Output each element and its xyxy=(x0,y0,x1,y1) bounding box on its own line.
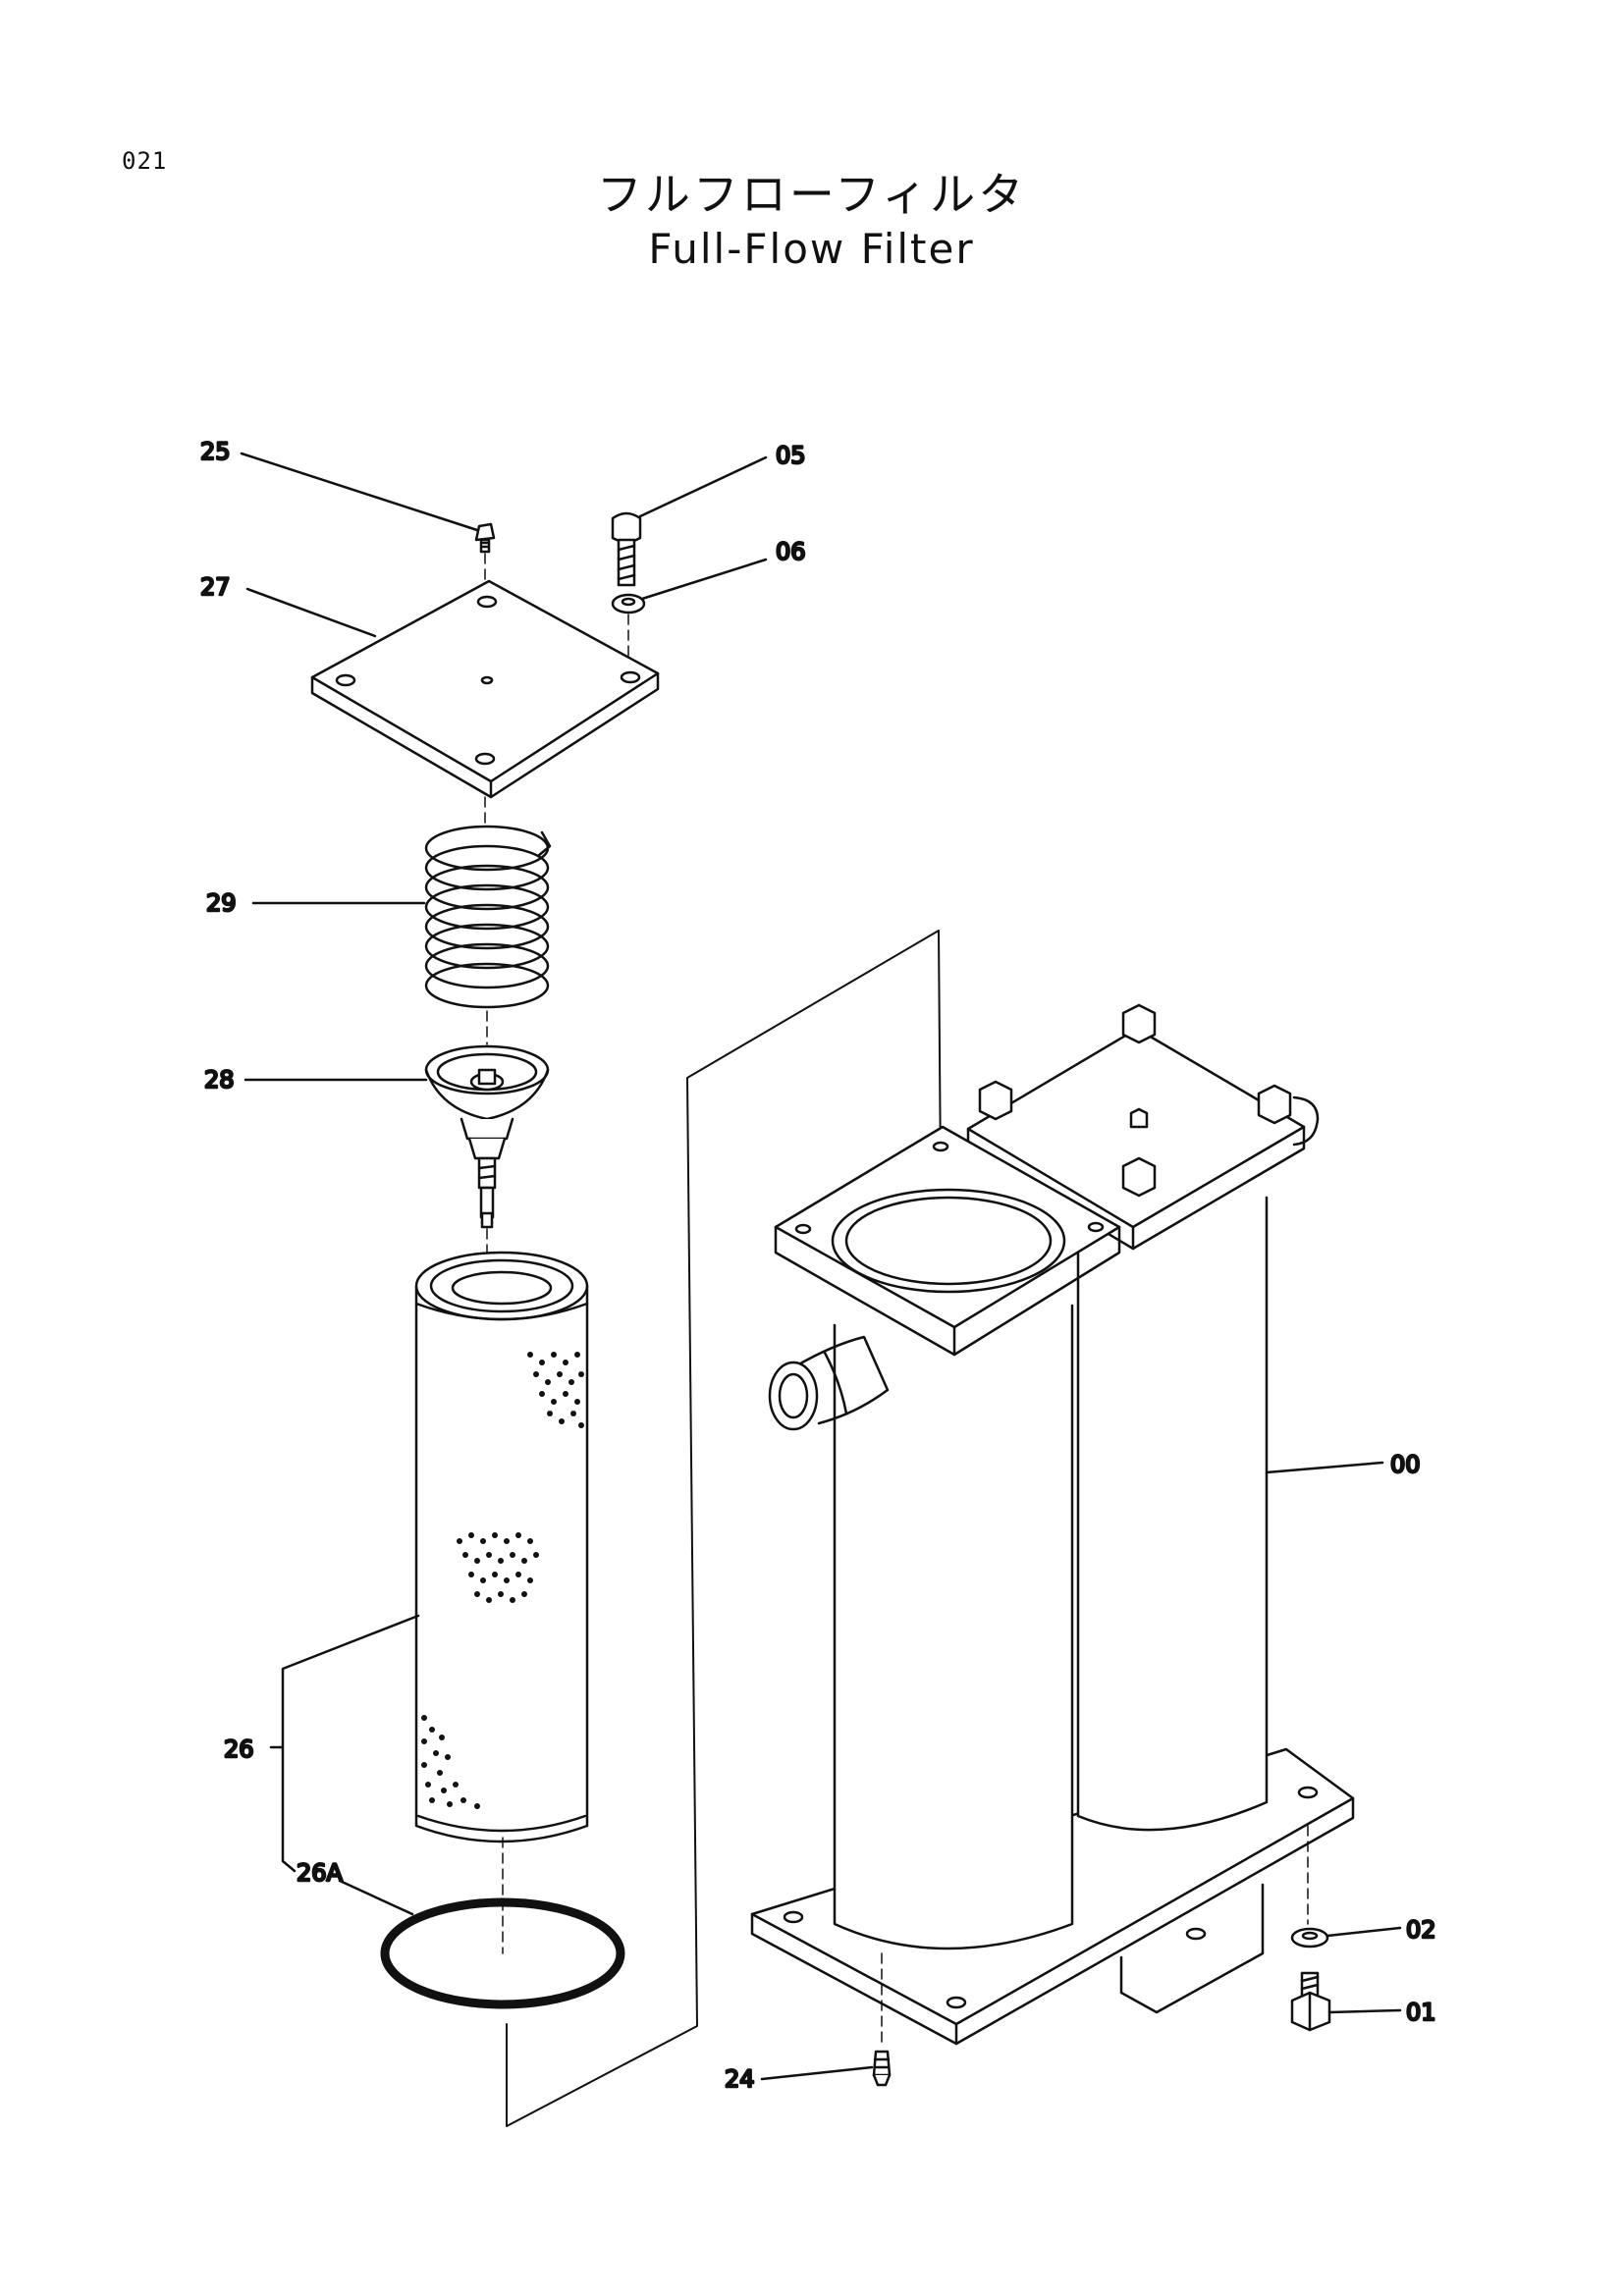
label-06: 06 xyxy=(776,538,806,565)
part-05-bolt xyxy=(611,511,642,587)
title-japanese: フルフローフィルタ xyxy=(596,168,1027,221)
label-05: 05 xyxy=(776,442,806,469)
part-24-plug xyxy=(872,2050,892,2087)
perforation-pattern xyxy=(421,1352,584,1809)
leader-06 xyxy=(640,558,768,601)
title-english: Full-Flow Filter xyxy=(648,225,975,273)
label-02: 02 xyxy=(1406,1916,1436,1944)
part-06-washer xyxy=(611,593,646,614)
part-25-nipple xyxy=(474,522,496,554)
leader-26 xyxy=(269,1614,420,1873)
housing-inlet-pipe xyxy=(768,1335,890,1431)
leader-24 xyxy=(760,2065,874,2081)
leader-01 xyxy=(1327,2008,1402,2014)
leader-02 xyxy=(1325,1926,1402,1938)
label-00: 00 xyxy=(1390,1451,1421,1478)
leader-26a xyxy=(338,1879,414,1916)
part-02-washer xyxy=(1290,1927,1329,1949)
leader-27 xyxy=(245,587,377,638)
part-28-valve xyxy=(424,1044,550,1229)
label-24: 24 xyxy=(725,2065,755,2093)
leader-25 xyxy=(240,452,479,532)
label-29: 29 xyxy=(206,889,237,917)
label-26a: 26A xyxy=(297,1859,344,1887)
part-26-filter-element xyxy=(414,1251,589,1843)
part-00-housing xyxy=(750,1003,1355,2046)
title-block: フルフローフィルタ Full-Flow Filter xyxy=(0,167,1623,277)
leader-05 xyxy=(638,455,768,518)
label-27: 27 xyxy=(200,573,231,601)
leader-00 xyxy=(1265,1461,1384,1474)
label-28: 28 xyxy=(204,1066,235,1094)
page-number: 021 xyxy=(122,147,168,175)
label-26: 26 xyxy=(224,1735,254,1763)
part-27-cover-plate xyxy=(310,579,660,799)
assembly-bracket xyxy=(506,930,942,2127)
part-29-spring xyxy=(424,825,552,1009)
part-01-bolt xyxy=(1290,1971,1331,2032)
label-25: 25 xyxy=(200,438,231,465)
part-26a-o-ring xyxy=(380,1897,625,2009)
label-01: 01 xyxy=(1406,1999,1436,2026)
housing-cover-bolts xyxy=(978,1003,1292,1198)
